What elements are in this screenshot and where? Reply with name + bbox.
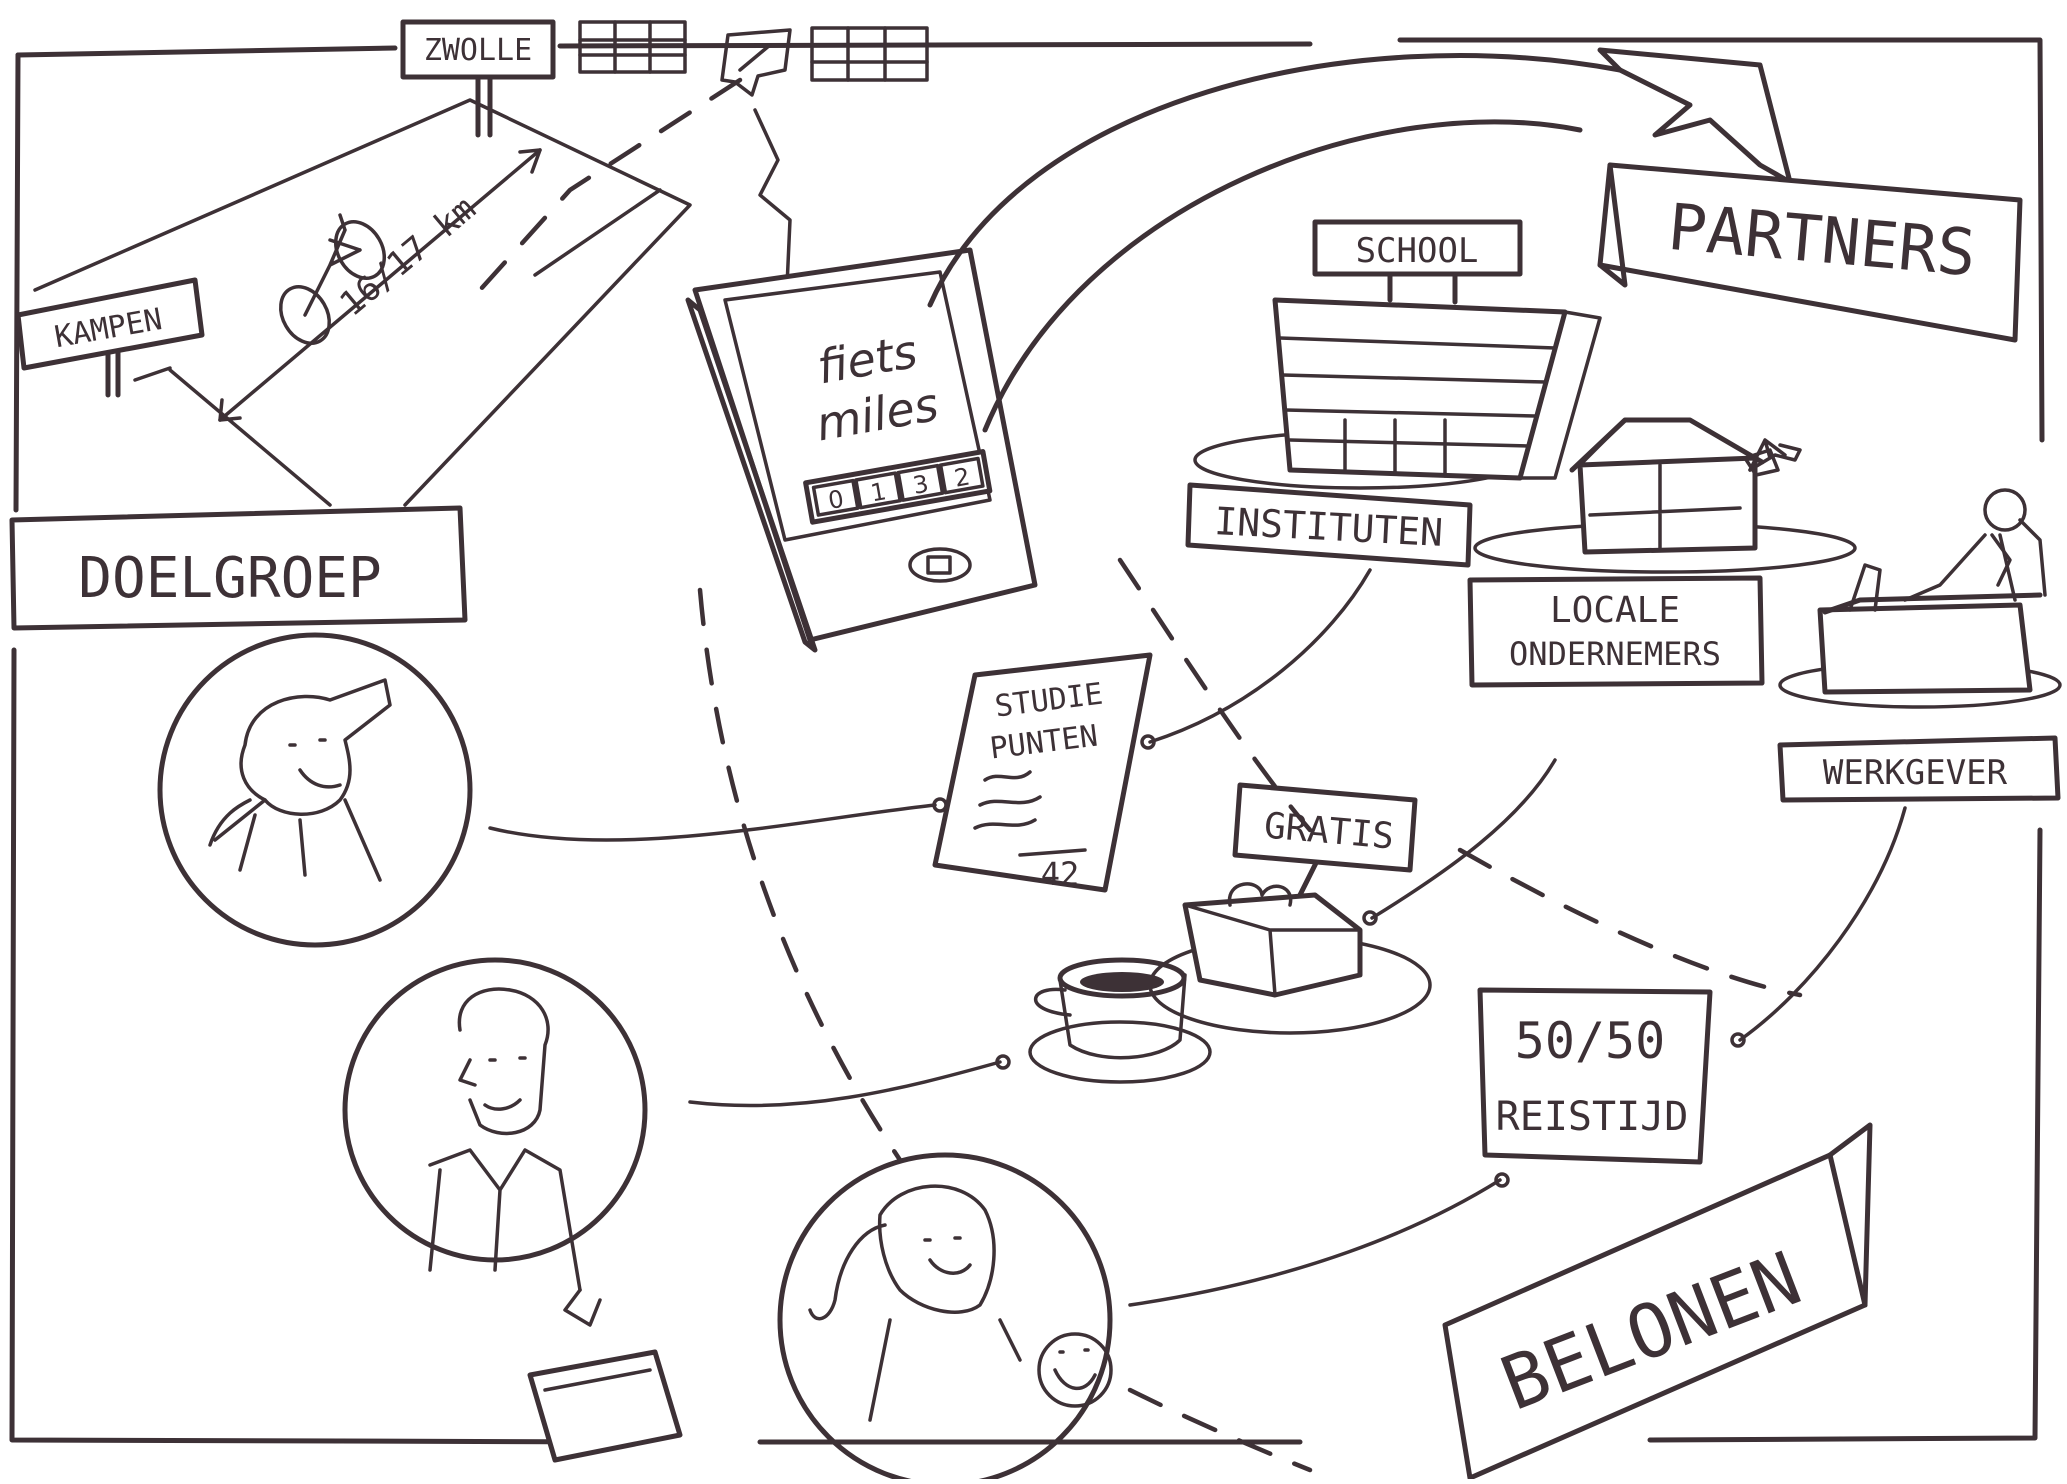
laptop-icon — [527, 1349, 683, 1463]
employer-connector — [1738, 806, 1907, 1042]
home-button-icon — [908, 547, 972, 583]
professional-avatar — [342, 957, 648, 1327]
institutes-label-box: INSTITUTEN — [1185, 482, 1473, 568]
parent-child-avatar — [777, 1152, 1113, 1484]
local-business-label-box: LOCALE ONDERNEMERS — [1467, 575, 1765, 688]
travel-time-line2: REISTIJD — [1496, 1094, 1689, 1140]
study-points-value: 42 — [1041, 855, 1080, 893]
data-tables-icon — [578, 20, 929, 82]
travel-time-line1: 50/50 — [1515, 1012, 1666, 1070]
distance-label: 16/17 km — [332, 189, 483, 325]
dashed-path-right — [1457, 847, 1803, 998]
employer-desk — [1778, 488, 2062, 709]
partners-banner: PARTNERS — [1597, 162, 2023, 343]
counter-digit-4: 2 — [952, 462, 972, 492]
student-connector — [488, 803, 937, 842]
local-business-line1: LOCALE — [1550, 590, 1680, 631]
parent-connector — [1128, 1178, 1502, 1307]
smartphone-app: fiets miles 0 1 3 2 — [685, 247, 1038, 653]
dashed-path-bottom — [1127, 1387, 1313, 1473]
employer-label-box: WERKGEVER — [1777, 735, 2061, 803]
counter-digit-1: 0 — [826, 485, 846, 515]
travel-time-box: 50/50 REISTIJD — [1477, 987, 1713, 1165]
professional-connector — [688, 1060, 1002, 1108]
local-business-connector — [1370, 758, 1557, 920]
employer-label: WERKGEVER — [1823, 753, 2008, 793]
bicycle-icon — [279, 213, 386, 345]
mileage-counter: 0 1 3 2 — [803, 449, 993, 525]
study-points-document: STUDIE PUNTEN 42 — [932, 652, 1153, 893]
school-sign-label: SCHOOL — [1356, 231, 1479, 271]
coffee-cake-plate: GRATIS — [1028, 782, 1432, 1084]
institutes-connector — [1148, 568, 1372, 744]
doelgroep-title: DOELGROEP — [78, 546, 381, 611]
local-business-line2: ONDERNEMERS — [1509, 635, 1721, 673]
location-pin-icon — [720, 28, 792, 97]
counter-digit-3: 3 — [911, 470, 931, 500]
partners-arrow — [927, 47, 1793, 433]
dashed-path-left — [697, 587, 903, 1163]
zwolle-label: ZWOLLE — [424, 33, 532, 68]
counter-digit-2: 1 — [868, 477, 888, 507]
local-shop-house — [1473, 417, 1857, 574]
school-building: SCHOOL — [1193, 219, 1602, 490]
zwolle-sign: ZWOLLE — [400, 19, 556, 138]
kampen-sign: KAMPEN — [15, 277, 205, 398]
student-avatar — [157, 632, 473, 948]
doelgroep-banner: DOELGROEP — [9, 505, 468, 631]
